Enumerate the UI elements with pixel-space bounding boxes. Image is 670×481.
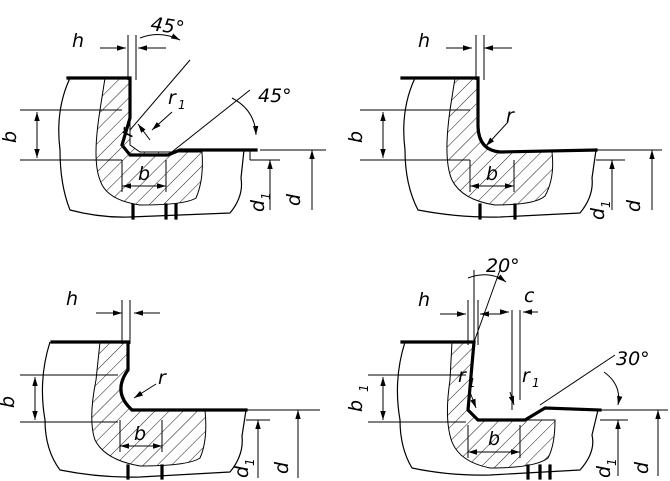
panel-4-r1-right-label: r bbox=[522, 365, 531, 387]
panel-3-part-outline bbox=[41, 341, 247, 478]
panel-3-r-label: r bbox=[158, 367, 167, 389]
panel-1-hatched-section bbox=[95, 77, 203, 206]
panel-1-r1-label: r bbox=[168, 87, 177, 109]
panel-2-b-side-label: b bbox=[345, 131, 367, 143]
panel-3-hatched-section bbox=[91, 341, 207, 467]
panel-1-d1-subscript: 1 bbox=[259, 192, 273, 200]
panel-1-d-label: d bbox=[283, 193, 305, 206]
panel-4-h-label: h bbox=[418, 289, 430, 311]
panel-4-b-bottom-label: b bbox=[488, 428, 500, 450]
panel-2-d1-subscript: 1 bbox=[599, 200, 613, 208]
panel-4-inclined: h b 1 b c r 1 r 1 20° 30° d 1 d bbox=[345, 255, 668, 480]
panel-1-b-side-label: b bbox=[0, 131, 21, 143]
panel-4-angle-right-label: 30° bbox=[616, 348, 650, 370]
panel-3-b-side-label: b bbox=[0, 396, 19, 408]
panel-2-h-label: h bbox=[418, 30, 430, 52]
panel-4-r1-left-label: r bbox=[458, 365, 467, 387]
panel-1-angle-top-label: 45° bbox=[149, 13, 185, 39]
panel-3-b-bottom-label: b bbox=[134, 423, 146, 445]
panel-2-r-label: r bbox=[506, 105, 515, 127]
panel-1-h-label: h bbox=[72, 30, 84, 52]
panel-2-b-bottom-label: b bbox=[486, 163, 498, 185]
panel-1-b-bottom-label: b bbox=[138, 163, 150, 185]
panel-4-b-side-subscript: 1 bbox=[357, 384, 371, 392]
panel-3-h-label: h bbox=[66, 288, 78, 310]
panel-2-profile-edge bbox=[400, 76, 598, 154]
panel-1-d1-label: d bbox=[247, 199, 269, 212]
panel-3-profile-edge bbox=[50, 340, 248, 412]
panel-1-part-outline bbox=[58, 77, 245, 218]
panel-4-profile-edge bbox=[400, 340, 602, 422]
panel-1-profile-edge bbox=[66, 76, 258, 157]
panel-1-chamfer-45: h b b r r 1 45° 45° d 1 d bbox=[0, 13, 326, 220]
panel-3-undercut: h b b r d 1 d bbox=[0, 288, 320, 480]
panel-4-d1-subscript: 1 bbox=[605, 458, 619, 466]
panel-2-d1-label: d bbox=[587, 207, 609, 220]
panel-1-r1-subscript: 1 bbox=[178, 98, 186, 112]
panel-1-angle-right-label: 45° bbox=[258, 85, 292, 107]
panel-4-c-label: c bbox=[524, 285, 535, 307]
panel-4-part-outline bbox=[396, 341, 599, 476]
panel-2-d-label: d bbox=[623, 199, 645, 212]
panel-2-part-outline bbox=[403, 77, 597, 218]
panel-4-d1-label: d bbox=[593, 465, 615, 478]
panel-2-radius: h b b r d 1 d bbox=[345, 30, 662, 220]
panel-4-b-side-label: b bbox=[345, 400, 367, 412]
panel-3-d-label: d bbox=[271, 461, 293, 474]
panel-3-d1-subscript: 1 bbox=[243, 458, 257, 466]
panel-4-d-label: d bbox=[631, 461, 653, 474]
panel-4-angle-top-label: 20° bbox=[486, 255, 520, 277]
panel-4-hatched-section bbox=[446, 341, 556, 469]
panel-4-r1-right-subscript: 1 bbox=[532, 376, 540, 390]
panel-3-d1-label: d bbox=[231, 465, 253, 478]
panel-4-r1-left-subscript: 1 bbox=[468, 376, 476, 390]
